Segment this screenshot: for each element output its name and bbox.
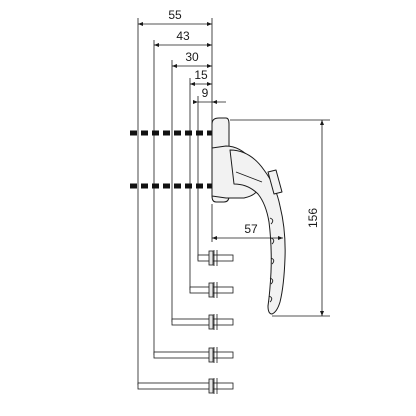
spindle-43: [153, 347, 234, 363]
dim-label-30: 30: [185, 50, 199, 64]
height-dimension: [230, 119, 330, 317]
height-arrows: [320, 120, 324, 316]
fixing-screws: [130, 130, 212, 189]
dim-label-9: 9: [202, 86, 209, 100]
dim-label-156: 156: [306, 208, 320, 228]
reach-dimension: [211, 204, 283, 242]
spindle-15: [189, 282, 234, 298]
spindle-30: [171, 314, 234, 330]
dim-label-43: 43: [176, 29, 190, 43]
dim-label-57: 57: [244, 222, 258, 236]
spindle-9: [197, 250, 234, 266]
reach-arrows: [212, 236, 283, 240]
spindle-variants: [137, 250, 234, 394]
dim-label-15: 15: [194, 68, 208, 82]
dim-label-55: 55: [168, 8, 182, 22]
dimension-arrows: [138, 22, 217, 104]
handle: [211, 117, 286, 315]
horizontal-dimensions: [137, 18, 226, 385]
handle-button: [267, 169, 283, 195]
spindle-55: [137, 378, 234, 394]
handle-lever: [229, 149, 286, 315]
